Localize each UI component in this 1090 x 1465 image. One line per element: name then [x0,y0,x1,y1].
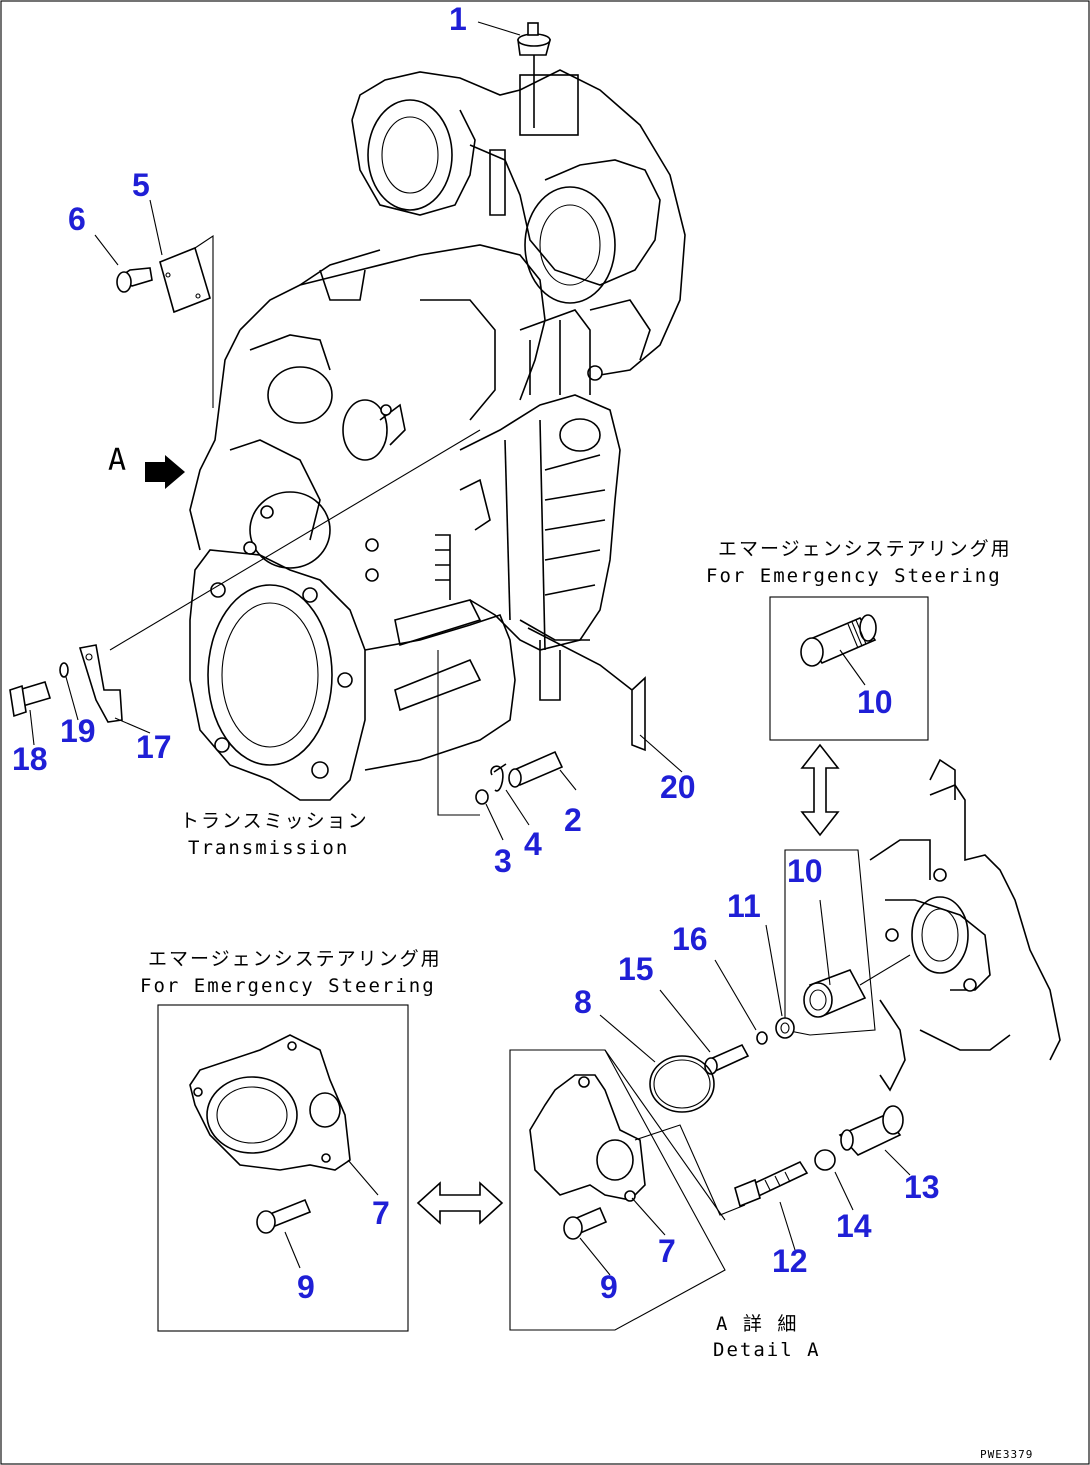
parts-11-15-16 [659,924,795,1075]
part-10-bracket-outline [784,849,876,1036]
transmission-label-en: Transmission [188,837,349,859]
parts-12-13-14 [734,1105,911,1251]
detail-a-part-9 [563,1206,611,1276]
callout-3: 3 [494,843,512,879]
parts-17-18-19 [9,644,151,746]
view-a-arrow-icon [145,455,185,489]
view-a-arrow: A [108,443,185,489]
callout-7-left: 7 [372,1195,390,1231]
callout-2: 2 [564,802,582,838]
part-1-breather [517,22,552,128]
callout-8: 8 [574,984,592,1020]
transmission-label-jp: トランスミッション [180,810,369,832]
callout-6: 6 [68,201,86,237]
part-10-switch-bottom [803,954,911,1018]
detail-a-label-jp: A 詳 細 [716,1313,798,1335]
callout-13: 13 [904,1169,940,1205]
leader-10b [819,899,831,986]
callout-12: 12 [772,1243,808,1279]
emergency-top-label-jp: エマージェンシステアリング用 [718,538,1012,560]
part-10-switch-top [800,614,877,686]
callout-11: 11 [727,888,761,924]
callout-7-detail: 7 [658,1233,676,1269]
leader-1 [477,21,521,36]
detail-a-label-en: Detail A [713,1339,821,1361]
detail-a-box [509,1049,726,1331]
part-5-cover [149,199,214,408]
callout-10-top: 10 [857,684,893,720]
callouts: 1 2 3 4 5 6 7 7 8 9 9 10 10 11 12 13 14 … [12,1,940,1305]
callout-10-bottom: 10 [787,853,823,889]
double-arrow-vertical [800,743,840,837]
view-a-label: A [108,443,126,478]
emergency-left-box [157,1004,409,1332]
part-8-oring [649,1055,715,1113]
callout-1: 1 [449,1,467,37]
steering-bracket [869,758,1061,1092]
part-6-bolt [94,234,153,293]
emergency-part-7-housing [189,1034,379,1196]
callout-4: 4 [524,826,542,862]
callout-16: 16 [672,921,708,957]
detail-a-part-7 [529,1074,746,1236]
emergency-top-box [769,596,929,741]
parts-2-3-4 [437,650,577,841]
callout-19: 19 [60,713,96,749]
emergency-left-label-en: For Emergency Steering [140,975,436,997]
callout-20: 20 [660,769,696,805]
transmission-housing [109,69,686,801]
callout-9-detail: 9 [600,1269,618,1305]
part-20-gauge [527,627,683,773]
drawing-code: PWE3379 [980,1448,1033,1461]
callout-9-left: 9 [297,1269,315,1305]
emergency-top-label-en: For Emergency Steering [706,565,1002,587]
double-arrow-horizontal [416,1181,504,1225]
emergency-left-label-jp: エマージェンシステアリング用 [148,948,442,970]
callout-15: 15 [618,951,654,987]
callout-17: 17 [136,729,172,765]
callout-14: 14 [836,1208,872,1244]
leader-8 [599,1014,656,1063]
emergency-part-9-bolt [256,1198,312,1269]
callout-5: 5 [132,167,150,203]
callout-18: 18 [12,741,48,777]
